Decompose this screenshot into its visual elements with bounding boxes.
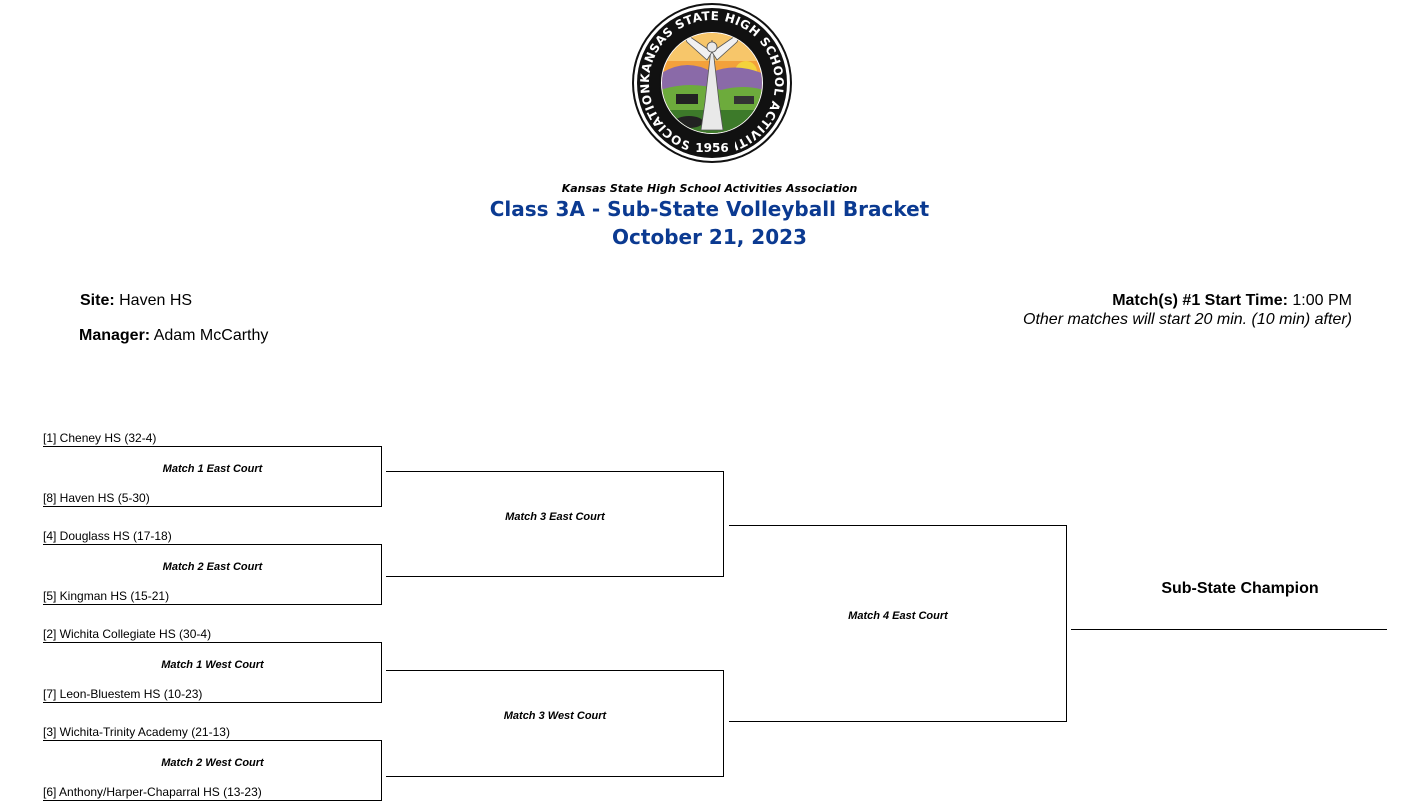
organization-name: Kansas State High School Activities Asso… (561, 182, 858, 195)
bracket-box-r2-m2 (386, 670, 724, 777)
match-label-r2-2: Match 3 West Court (503, 710, 607, 722)
manager-info: Manager: Adam McCarthy (79, 327, 268, 345)
team-slot-4: [5] Kingman HS (15-21) (43, 589, 170, 603)
bracket-box-r1-m2 (43, 544, 382, 605)
match-label-r1-2: Match 2 East Court (162, 561, 263, 573)
other-matches-note: Other matches will start 20 min. (10 min… (1023, 311, 1352, 328)
team-slot-7: [3] Wichita-Trinity Academy (21-13) (43, 725, 230, 739)
match-label-r2-1: Match 3 East Court (505, 511, 605, 523)
team-slot-2: [8] Haven HS (5-30) (43, 491, 150, 505)
match-label-final: Match 4 East Court (848, 610, 948, 622)
site-label: Site: (80, 292, 115, 309)
khsaa-logo-seal: KANSAS STATE HIGH SCHOOL ACTIVITIES ASSO… (631, 2, 792, 163)
team-slot-5: [2] Wichita Collegiate HS (30-4) (43, 627, 212, 641)
team-slot-1: [1] Cheney HS (32-4) (43, 431, 157, 445)
bracket-box-r1-m4 (43, 740, 382, 801)
match-label-r1-4: Match 2 West Court (161, 757, 264, 769)
bracket-box-r1-m3 (43, 642, 382, 703)
start-time-info: Match(s) #1 Start Time: 1:00 PM (1112, 292, 1352, 310)
start-time-label: Match(s) #1 Start Time: (1112, 292, 1288, 309)
logo-year: 1956 (695, 141, 728, 155)
bracket-box-r2-m1 (386, 471, 724, 577)
site-info: Site: Haven HS (80, 292, 192, 310)
site-value: Haven HS (119, 292, 193, 309)
champion-line (1071, 629, 1387, 630)
start-time-value: 1:00 PM (1292, 292, 1352, 309)
manager-label: Manager: (79, 327, 151, 344)
page-title: Class 3A - Sub-State Volleyball Bracket (489, 197, 930, 221)
team-slot-3: [4] Douglass HS (17-18) (43, 529, 172, 543)
bracket-box-r1-m1 (43, 446, 382, 507)
team-slot-8: [6] Anthony/Harper-Chaparral HS (13-23) (43, 785, 262, 799)
champion-label: Sub-State Champion (1161, 580, 1319, 597)
bracket-box-final (729, 525, 1067, 722)
match-label-r1-1: Match 1 East Court (162, 463, 263, 475)
event-date: October 21, 2023 (612, 225, 807, 249)
match-label-r1-3: Match 1 West Court (161, 659, 264, 671)
manager-value: Adam McCarthy (153, 327, 269, 344)
team-slot-6: [7] Leon-Bluestem HS (10-23) (43, 687, 203, 701)
